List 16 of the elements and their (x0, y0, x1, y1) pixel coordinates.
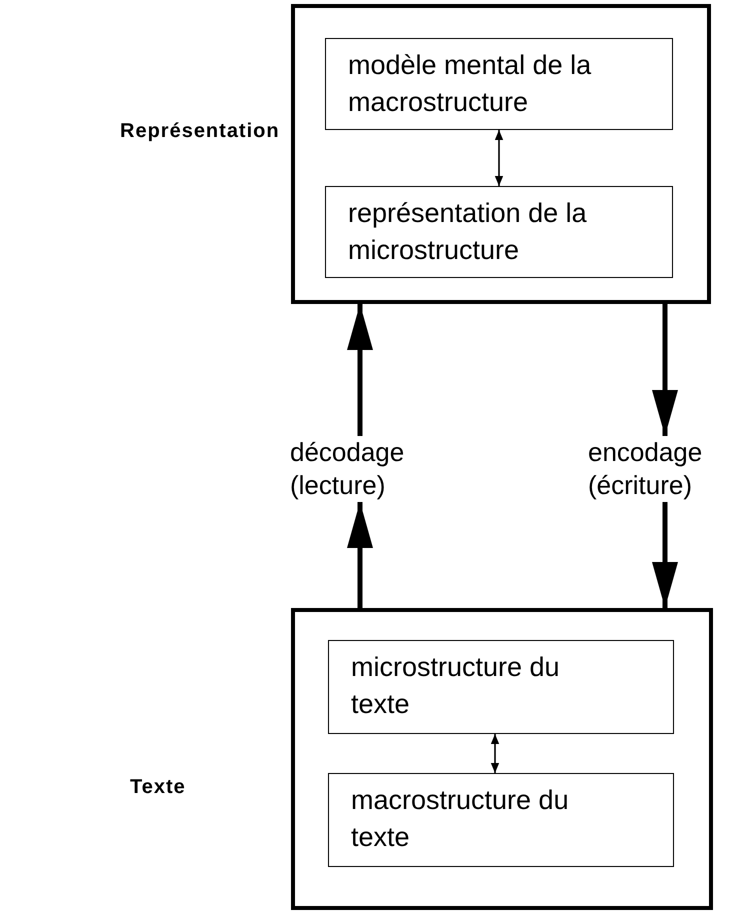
arrow (652, 502, 678, 608)
process-box: représentation de la microstructure (325, 186, 673, 278)
process-box: microstructure du texte (328, 640, 674, 734)
arrow-label: décodage (lecture) (290, 436, 440, 502)
side-heading: Texte (130, 776, 186, 799)
process-box: macrostructure du texte (328, 773, 674, 867)
outer-box (291, 4, 711, 304)
process-box: modèle mental de la macrostructure (325, 38, 673, 130)
arrow (494, 130, 504, 186)
arrow-label: encodage (écriture) (588, 436, 736, 502)
side-heading: Représentation (120, 120, 280, 143)
outer-box (291, 608, 713, 910)
arrow (490, 734, 500, 773)
arrow (652, 304, 678, 436)
arrow (347, 502, 373, 608)
arrow (347, 304, 373, 436)
